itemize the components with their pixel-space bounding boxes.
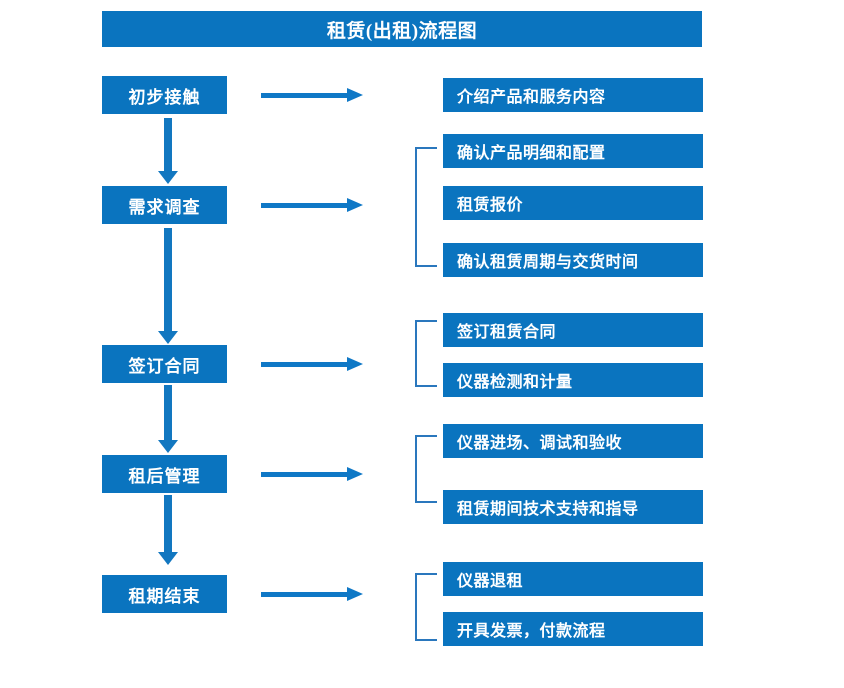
arrow-shaft (164, 228, 172, 331)
arrow-right-5 (261, 587, 365, 601)
detail-box-5-1[interactable]: 仪器退租 (443, 562, 703, 596)
diagram-title: 租赁(出租)流程图 (102, 11, 702, 47)
arrow-head (158, 331, 178, 344)
stage-box-5[interactable]: 租期结束 (102, 575, 227, 613)
detail-box-3-1[interactable]: 签订租赁合同 (443, 313, 703, 347)
arrow-right-4 (261, 467, 365, 481)
arrow-shaft (261, 203, 349, 208)
stage-box-1[interactable]: 初步接触 (102, 76, 227, 114)
arrow-shaft (164, 495, 172, 552)
detail-box-1-1[interactable]: 介绍产品和服务内容 (443, 78, 703, 112)
detail-box-4-2[interactable]: 租赁期间技术支持和指导 (443, 490, 703, 524)
detail-box-2-1[interactable]: 确认产品明细和配置 (443, 134, 703, 168)
group-bracket-4 (415, 435, 437, 503)
detail-box-2-2[interactable]: 租赁报价 (443, 186, 703, 220)
arrow-head (347, 467, 363, 481)
stage-box-4[interactable]: 租后管理 (102, 455, 227, 493)
detail-box-4-1[interactable]: 仪器进场、调试和验收 (443, 424, 703, 458)
arrow-shaft (164, 118, 172, 171)
arrow-shaft (261, 93, 349, 98)
detail-box-3-2[interactable]: 仪器检测和计量 (443, 363, 703, 397)
arrow-head (158, 171, 178, 184)
arrow-head (347, 198, 363, 212)
arrow-down-4 (158, 495, 178, 565)
group-bracket-2 (415, 147, 437, 267)
arrow-head (158, 440, 178, 453)
stage-box-2[interactable]: 需求调查 (102, 186, 227, 224)
group-bracket-5 (415, 573, 437, 641)
arrow-down-2 (158, 228, 178, 344)
arrow-head (347, 88, 363, 102)
arrow-right-1 (261, 88, 365, 102)
arrow-shaft (261, 592, 349, 597)
group-bracket-3 (415, 320, 437, 387)
arrow-right-2 (261, 198, 365, 212)
detail-box-2-3[interactable]: 确认租赁周期与交货时间 (443, 243, 703, 277)
arrow-right-3 (261, 357, 365, 371)
arrow-head (158, 552, 178, 565)
arrow-shaft (261, 472, 349, 477)
arrow-down-3 (158, 385, 178, 453)
arrow-shaft (261, 362, 349, 367)
arrow-shaft (164, 385, 172, 440)
arrow-down-1 (158, 118, 178, 184)
arrow-head (347, 587, 363, 601)
arrow-head (347, 357, 363, 371)
detail-box-5-2[interactable]: 开具发票，付款流程 (443, 612, 703, 646)
stage-box-3[interactable]: 签订合同 (102, 345, 227, 383)
